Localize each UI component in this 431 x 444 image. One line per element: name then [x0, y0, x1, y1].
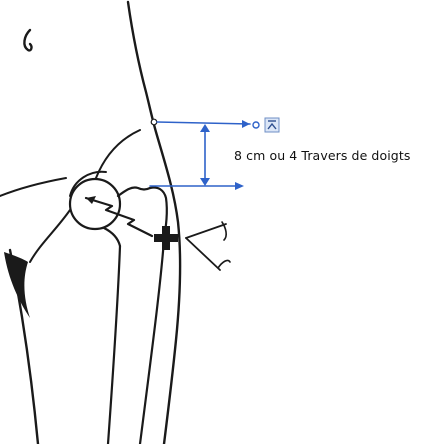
perineum-shape	[4, 252, 30, 318]
femoral-neck-upper	[118, 187, 150, 196]
needle-marker-icon	[186, 222, 230, 270]
measure-top-line	[157, 122, 250, 124]
body-outline-right	[128, 2, 180, 444]
femoral-head	[70, 179, 120, 229]
measurement-label: 8 cm ou 4 Travers de doigts	[234, 148, 410, 163]
anterior-superior-iliac-spine-marker	[151, 119, 157, 125]
pubic-line	[30, 210, 70, 262]
navel-squiggle-mark	[24, 30, 31, 50]
pelvis-line-left	[0, 178, 66, 196]
measure-top-endpoint	[253, 122, 259, 128]
acetabulum-cup	[70, 172, 106, 196]
femur-shaft-right	[140, 240, 164, 444]
anchor-icon[interactable]	[265, 118, 279, 132]
cross-icon	[154, 226, 178, 250]
femur-shaft-left	[108, 246, 120, 444]
femoral-neck-lower	[104, 228, 120, 246]
